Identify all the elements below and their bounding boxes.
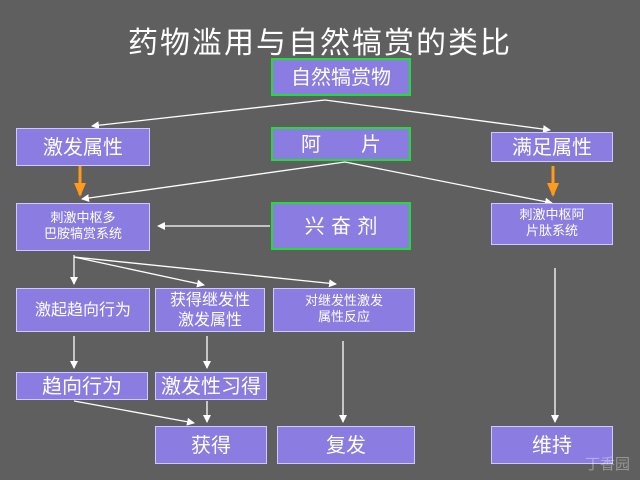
box-opioid-line2: 片肽系统 xyxy=(525,224,578,239)
box-opioid-system: 刺激中枢阿 片肽系统 xyxy=(491,203,613,245)
arrow-approach-to-obtain xyxy=(73,400,195,426)
arrow-reward-to-satisfying xyxy=(324,99,551,134)
box-stimulating-attribute-label: 激发属性 xyxy=(43,134,123,159)
box-approach-behavior-label: 激起趋向行为 xyxy=(34,300,131,319)
box-natural-reward: 自然犒赏物 xyxy=(271,58,411,96)
box-satisfying-attribute: 满足属性 xyxy=(491,132,613,162)
slide-title: 药物滥用与自然犒赏的类比 xyxy=(128,26,512,61)
box-relapse: 复发 xyxy=(277,426,415,464)
arrow-opium-to-dopamine xyxy=(81,161,346,202)
box-dopamine-reward-system: 刺激中枢多 巴胺犒赏系统 xyxy=(16,203,150,251)
box-response-line2: 属性反应 xyxy=(317,310,370,325)
box-learned: 激发性习得 xyxy=(155,372,267,400)
box-response-line1: 对继发性激发 xyxy=(304,293,383,309)
box-learned-label: 激发性习得 xyxy=(161,373,261,398)
arrow-reward-to-stimulating xyxy=(91,99,326,130)
box-stimulating-attribute: 激发属性 xyxy=(16,128,150,166)
box-opium-label: 阿 片 xyxy=(301,131,381,156)
box-opium: 阿 片 xyxy=(271,127,411,161)
box-approach-behavior: 激起趋向行为 xyxy=(16,288,150,332)
box-secondary-response: 对继发性激发 属性反应 xyxy=(273,288,415,332)
box-obtain: 获得 xyxy=(155,426,267,464)
box-acquire-line2: 激发属性 xyxy=(177,310,242,329)
arrow-dopamine-to-acquire xyxy=(73,256,205,288)
box-dopamine-line1: 刺激中枢多 xyxy=(50,210,116,226)
box-dopamine-line2: 巴胺犒赏系统 xyxy=(43,227,122,242)
watermark: 丁香园 xyxy=(584,455,630,473)
arrow-dopamine-to-response xyxy=(73,256,337,288)
box-stimulant: 兴 奋 剂 xyxy=(271,202,411,250)
box-maintain: 维持 xyxy=(491,426,613,464)
box-maintain-label: 维持 xyxy=(532,432,572,457)
box-natural-reward-label: 自然犒赏物 xyxy=(291,64,391,89)
box-obtain-label: 获得 xyxy=(191,432,231,457)
box-relapse-label: 复发 xyxy=(326,432,366,457)
box-satisfying-attribute-label: 满足属性 xyxy=(512,134,592,159)
box-opioid-line1: 刺激中枢阿 xyxy=(519,207,585,223)
box-stimulant-label: 兴 奋 剂 xyxy=(304,213,378,238)
box-acquire-secondary: 获得继发性 激发属性 xyxy=(155,288,265,332)
box-acquire-line1: 获得继发性 xyxy=(169,290,250,309)
box-approach: 趋向行为 xyxy=(16,372,148,400)
box-approach-label: 趋向行为 xyxy=(42,373,122,398)
arrow-opium-to-opioid xyxy=(344,161,553,206)
